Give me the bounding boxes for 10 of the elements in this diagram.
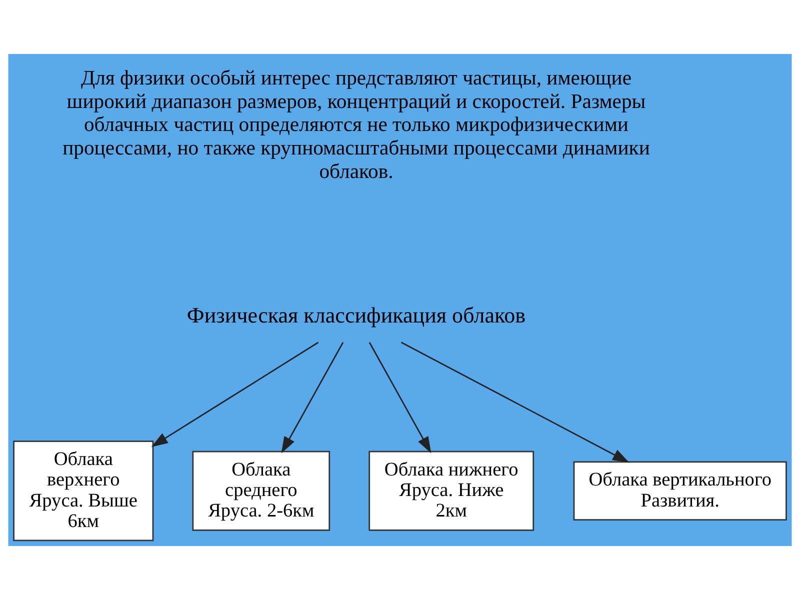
arrow [400,342,630,463]
node-box: Облака нижнего Яруса. Ниже 2км [368,450,534,531]
arrow [368,342,432,454]
node-text: Физическая классификация облаков [186,302,526,328]
node-box: Облака среднего Яруса. 2-6км [192,450,330,531]
node-box: Облака верхнего Яруса. Выше 6км [13,440,154,542]
arrow [151,342,319,447]
node-box: Облака вертикального Развития. [573,461,787,520]
arrow [281,342,344,454]
label: Для физики особый интерес представляют частицы, имеющие широкий диапазон размеров, концентраций и скоростей. Размеры облачных частиц определяются не только микрофизическими процессами, но также крупномасштабными процессами динамики облаков. [62,67,650,184]
